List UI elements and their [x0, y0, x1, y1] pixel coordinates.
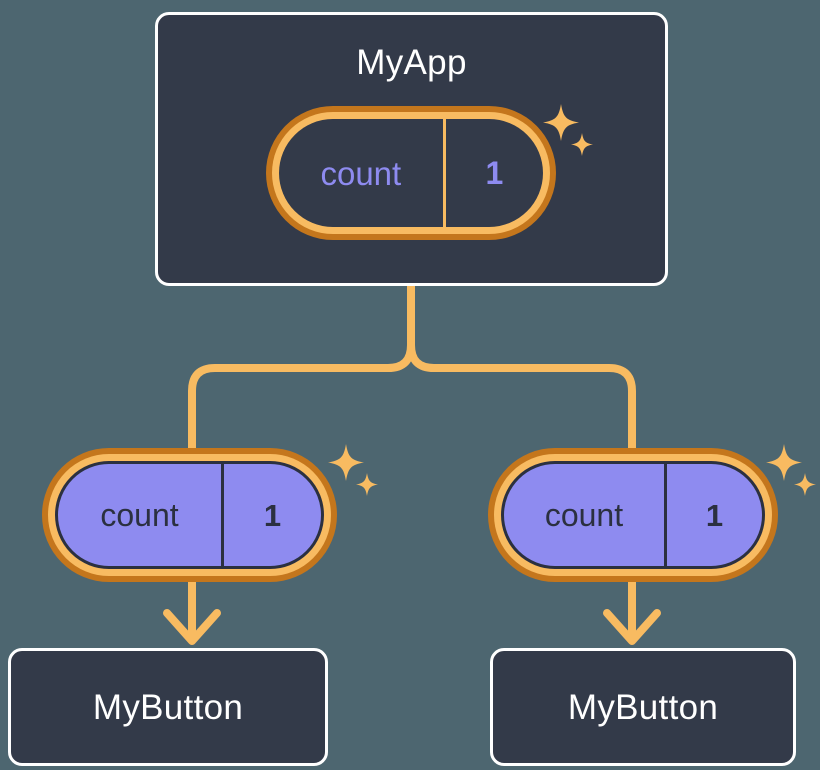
pill-outer-ring: count 1 — [42, 448, 337, 582]
state-pill-child-left[interactable]: count 1 — [42, 448, 337, 582]
state-value-label: 1 — [263, 497, 282, 533]
state-key-cell: count — [504, 464, 664, 566]
pill-outer-ring: count 1 — [266, 106, 556, 240]
page-title: MyApp — [356, 43, 467, 82]
arrow-down-icon-left — [163, 578, 221, 645]
pill-core: count 1 — [279, 119, 543, 227]
connector-tree-path — [188, 282, 415, 454]
state-pill-myapp[interactable]: count 1 — [266, 106, 556, 240]
state-key-cell: count — [58, 464, 221, 566]
pill-inner-ring: count 1 — [272, 112, 550, 234]
state-key-label: count — [320, 154, 402, 192]
pill-core: count 1 — [501, 461, 765, 569]
sparkle-small-icon — [356, 473, 378, 496]
state-pill-child-right[interactable]: count 1 — [488, 448, 778, 582]
state-value-cell: 1 — [442, 119, 543, 227]
state-key-label: count — [100, 497, 179, 533]
component-box-mybutton-right[interactable]: MyButton — [490, 648, 796, 766]
state-value-cell: 1 — [663, 464, 762, 566]
component-box-mybutton-left[interactable]: MyButton — [8, 648, 328, 766]
state-value-label: 1 — [705, 497, 724, 533]
arrow-down-icon-right — [603, 578, 661, 645]
sparkle-small-icon — [794, 473, 816, 496]
component-title: MyButton — [567, 687, 719, 727]
connector-tree-path-right — [407, 341, 636, 454]
pill-inner-ring: count 1 — [48, 454, 331, 576]
state-key-cell: count — [279, 119, 443, 227]
pill-core: count 1 — [55, 461, 324, 569]
state-value-label: 1 — [485, 155, 504, 191]
pill-outer-ring: count 1 — [488, 448, 778, 582]
state-value-cell: 1 — [221, 464, 321, 566]
pill-inner-ring: count 1 — [494, 454, 772, 576]
component-title: MyButton — [92, 687, 244, 727]
state-key-label: count — [544, 497, 624, 533]
